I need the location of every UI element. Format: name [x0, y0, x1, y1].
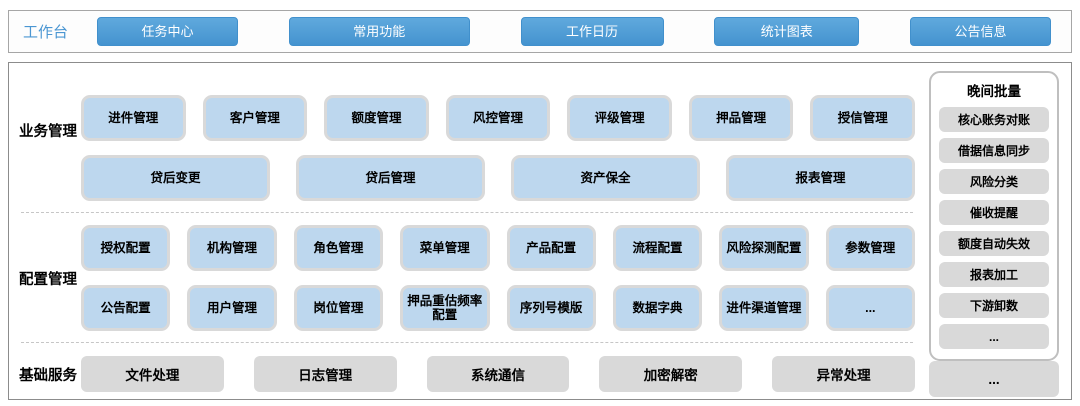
night-batch-title: 晚间批量 [967, 84, 1021, 99]
tile-data-dictionary[interactable]: 数据字典 [612, 285, 703, 331]
workbench-button-task-center[interactable]: 任务中心 [97, 17, 238, 46]
tile-base-services-more[interactable]: ... [929, 361, 1059, 397]
night-batch-panel: 晚间批量 核心账务对账 借据信息同步 风险分类 催收提醒 额度自动失效 报表加工… [929, 71, 1059, 361]
tile-organization-management[interactable]: 机构管理 [187, 225, 277, 271]
tile-quota-management[interactable]: 额度管理 [324, 95, 429, 141]
tile-serial-number-template[interactable]: 序列号模版 [506, 285, 596, 331]
config-row-1: 授权配置 机构管理 角色管理 菜单管理 产品配置 流程配置 风险探测配置 参数管… [81, 225, 915, 271]
tile-asset-preservation[interactable]: 资产保全 [511, 155, 700, 201]
workbench-button-common-functions[interactable]: 常用功能 [288, 17, 470, 46]
tile-menu-management[interactable]: 菜单管理 [400, 225, 490, 271]
night-batch-column: 晚间批量 核心账务对账 借据信息同步 风险分类 催收提醒 额度自动失效 报表加工… [925, 63, 1071, 399]
tile-quota-auto-expiry[interactable]: 额度自动失效 [939, 231, 1049, 256]
tile-report-management[interactable]: 报表管理 [726, 155, 915, 201]
tile-collection-reminder[interactable]: 催收提醒 [939, 200, 1049, 225]
tile-risk-control-management[interactable]: 风控管理 [445, 95, 551, 141]
tile-config-more[interactable]: ... [825, 285, 915, 331]
workbench-button-statistics-charts[interactable]: 统计图表 [714, 17, 860, 46]
tile-risk-detection-config[interactable]: 风险探测配置 [719, 225, 809, 271]
tile-collateral-revaluation-frequency-config[interactable]: 押品重估频率配置 [400, 285, 490, 331]
business-row-1: 进件管理 客户管理 额度管理 风控管理 评级管理 押品管理 授信管理 [81, 95, 916, 141]
tile-process-config[interactable]: 流程配置 [612, 225, 703, 271]
section-label-business: 业务管理 [19, 124, 77, 140]
tile-authorization-config[interactable]: 授权配置 [81, 225, 171, 271]
section-base-services: 基础服务 文件处理 日志管理 系统通信 加密解密 异常处理 [19, 356, 915, 392]
tile-collateral-management[interactable]: 押品管理 [688, 95, 794, 141]
section-label-base: 基础服务 [19, 367, 77, 384]
tile-post-loan-change[interactable]: 贷后变更 [81, 155, 270, 201]
tile-night-batch-more[interactable]: ... [939, 324, 1049, 349]
tile-downstream-data-unload[interactable]: 下游卸数 [939, 293, 1049, 318]
workbench-button-work-calendar[interactable]: 工作日历 [520, 17, 664, 46]
business-row-2: 贷后变更 贷后管理 资产保全 报表管理 [81, 155, 915, 201]
section-config-management: 配置管理 授权配置 机构管理 角色管理 菜单管理 产品配置 流程配置 风险探测配… [19, 225, 915, 331]
main-panel: 业务管理 进件管理 客户管理 额度管理 风控管理 评级管理 押品管理 授信管理 … [8, 62, 1072, 400]
tile-post-loan-management[interactable]: 贷后管理 [296, 155, 485, 201]
tile-intake-management[interactable]: 进件管理 [81, 95, 186, 141]
tile-customer-management[interactable]: 客户管理 [202, 95, 308, 141]
section-label-config: 配置管理 [19, 271, 77, 288]
tile-iou-info-sync[interactable]: 借据信息同步 [939, 138, 1049, 163]
tile-product-config[interactable]: 产品配置 [506, 225, 596, 271]
tile-rating-management[interactable]: 评级管理 [567, 95, 672, 141]
tile-core-account-reconciliation[interactable]: 核心账务对账 [939, 107, 1049, 132]
section-divider-2 [21, 342, 913, 343]
tile-position-management[interactable]: 岗位管理 [293, 285, 384, 331]
tile-risk-classification[interactable]: 风险分类 [939, 169, 1049, 194]
modules-area: 业务管理 进件管理 客户管理 额度管理 风控管理 评级管理 押品管理 授信管理 … [9, 63, 925, 399]
workbench-bar: 工作台 任务中心 常用功能 工作日历 统计图表 公告信息 [8, 10, 1072, 53]
tile-log-management[interactable]: 日志管理 [253, 356, 397, 392]
workbench-buttons: 任务中心 常用功能 工作日历 统计图表 公告信息 [85, 17, 1057, 46]
tile-parameter-management[interactable]: 参数管理 [825, 225, 915, 271]
workbench-label: 工作台 [23, 24, 69, 41]
config-row-2: 公告配置 用户管理 岗位管理 押品重估频率配置 序列号模版 数据字典 进件渠道管… [81, 285, 915, 331]
tile-user-management[interactable]: 用户管理 [187, 285, 277, 331]
workbench-button-announcements[interactable]: 公告信息 [910, 17, 1051, 46]
tile-file-processing[interactable]: 文件处理 [81, 356, 224, 392]
section-business-management: 业务管理 进件管理 客户管理 额度管理 风控管理 评级管理 押品管理 授信管理 … [19, 95, 916, 201]
tile-role-management[interactable]: 角色管理 [293, 225, 384, 271]
tile-report-processing[interactable]: 报表加工 [939, 262, 1049, 287]
tile-credit-granting-management[interactable]: 授信管理 [810, 95, 916, 141]
section-divider-1 [21, 212, 913, 213]
tile-announcement-config[interactable]: 公告配置 [81, 285, 171, 331]
base-services-row: 文件处理 日志管理 系统通信 加密解密 异常处理 [81, 356, 915, 392]
tile-intake-channel-management[interactable]: 进件渠道管理 [719, 285, 809, 331]
tile-system-communication[interactable]: 系统通信 [426, 356, 570, 392]
tile-encryption-decryption[interactable]: 加密解密 [599, 356, 743, 392]
tile-exception-handling[interactable]: 异常处理 [772, 356, 915, 392]
